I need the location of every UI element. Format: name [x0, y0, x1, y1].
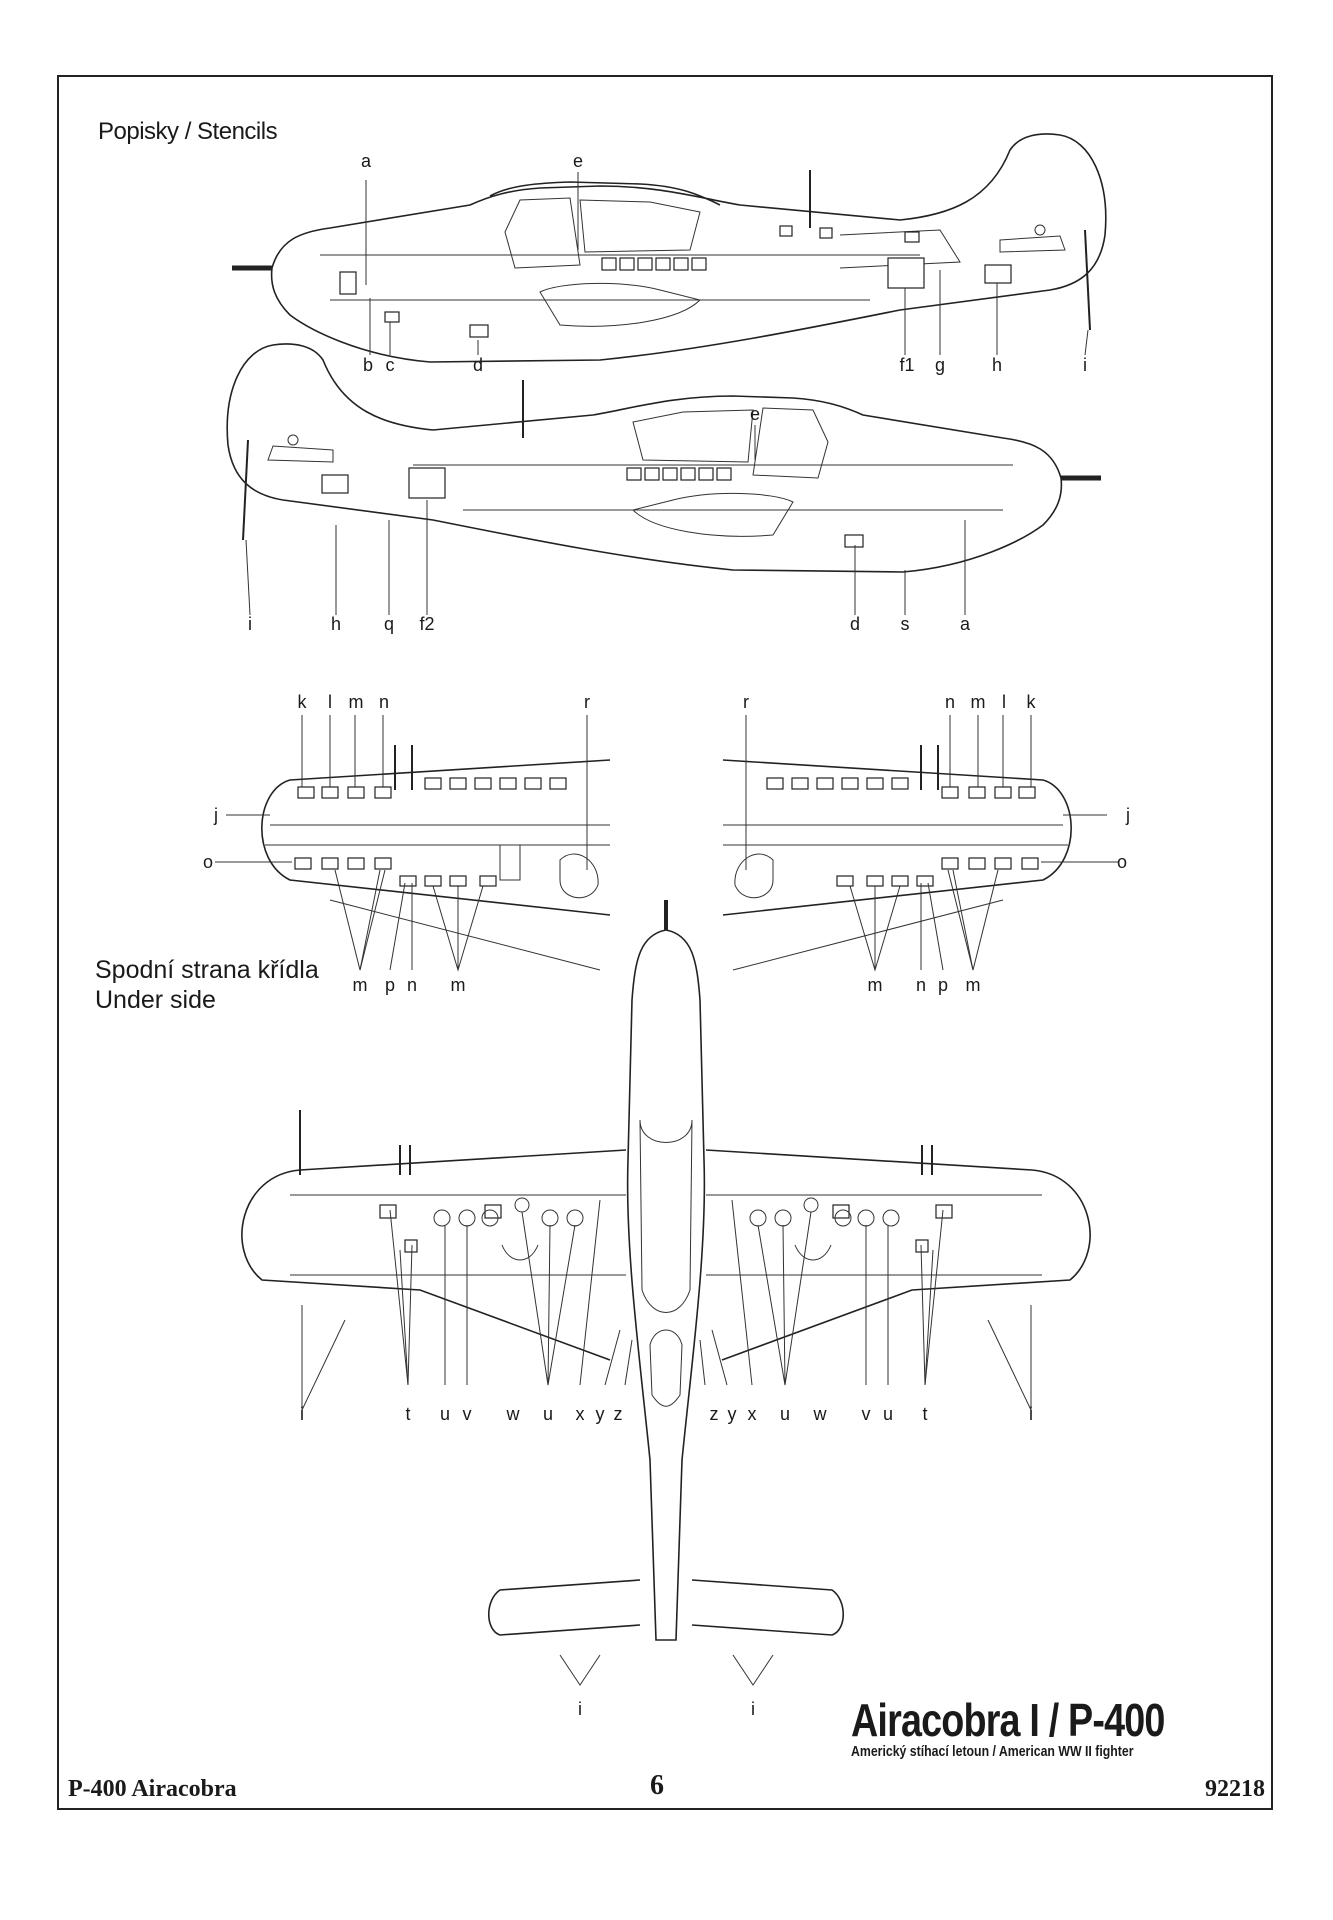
callout-label: y [727, 1404, 737, 1424]
callout-label: m [450, 975, 466, 995]
callout-label: x [575, 1404, 585, 1424]
callout-label: c [385, 355, 395, 375]
callout-label: j [1126, 805, 1130, 825]
wing-left-underside [215, 715, 611, 972]
callout-label: d [472, 355, 484, 375]
callout-label: m [352, 975, 368, 995]
callout-label: n [915, 975, 927, 995]
callout-label: h [991, 355, 1003, 375]
callout-label: z [709, 1404, 719, 1424]
underside-heading-cz: Spodní strana křídla [95, 956, 319, 984]
callout-label: d [849, 614, 861, 634]
callout-label: a [959, 614, 971, 634]
side-view-right [226, 343, 1101, 573]
callout-label: i [751, 1699, 755, 1719]
callout-label: i [578, 1699, 582, 1719]
callout-label: p [384, 975, 396, 995]
callout-label: i [1083, 355, 1087, 375]
callout-label: m [348, 692, 364, 712]
plan-view [241, 900, 1091, 1686]
kit-number: 92218 [1205, 1776, 1265, 1802]
page-frame [57, 75, 1273, 1810]
stencils-heading: Popisky / Stencils [98, 118, 278, 145]
callout-label: w [506, 1404, 520, 1424]
callout-label: o [202, 852, 214, 872]
callout-label: m [867, 975, 883, 995]
callout-label: u [439, 1404, 451, 1424]
callout-label: m [970, 692, 986, 712]
callout-label: h [330, 614, 342, 634]
callout-label: n [378, 692, 390, 712]
callout-label: m [965, 975, 981, 995]
callout-label: i [300, 1404, 304, 1424]
callout-label: o [1116, 852, 1128, 872]
callout-label: r [584, 692, 590, 712]
callout-label: v [462, 1404, 472, 1424]
aircraft-subtitle: Americký stíhací letoun / American WW II… [851, 1743, 1134, 1760]
callout-label: f1 [899, 355, 915, 375]
callout-label: l [1002, 692, 1006, 712]
callout-label: u [779, 1404, 791, 1424]
callout-label: p [937, 975, 949, 995]
underside-heading-en: Under side [95, 986, 216, 1014]
callout-label: t [922, 1404, 928, 1424]
callout-label: n [406, 975, 418, 995]
callout-label: q [383, 614, 395, 634]
side-view-left [232, 133, 1107, 363]
callout-label: r [743, 692, 749, 712]
callout-label: e [572, 151, 584, 171]
callout-label: e [749, 404, 761, 424]
callout-label: i [248, 614, 252, 634]
callout-label: k [297, 692, 307, 712]
callout-label: j [214, 805, 218, 825]
callout-label: x [747, 1404, 757, 1424]
callout-label: t [405, 1404, 411, 1424]
callout-label: u [882, 1404, 894, 1424]
callout-label: k [1026, 692, 1036, 712]
callout-label: f2 [419, 614, 435, 634]
callout-label: v [861, 1404, 871, 1424]
callout-label: b [362, 355, 374, 375]
callout-label: n [944, 692, 956, 712]
callout-label: s [900, 614, 910, 634]
aircraft-title: Airacobra I / P-400 [851, 1694, 1165, 1746]
callout-label: a [360, 151, 372, 171]
callout-label: l [328, 692, 332, 712]
callout-label: u [542, 1404, 554, 1424]
wing-right-underside [722, 715, 1118, 972]
callout-label: w [813, 1404, 827, 1424]
callout-label: g [934, 355, 946, 375]
callout-label: i [1029, 1404, 1033, 1424]
callout-label: z [613, 1404, 623, 1424]
side-view-right-leaders [245, 425, 966, 616]
footer-model-name: P-400 Airacobra [68, 1776, 237, 1802]
page-number: 6 [650, 1770, 664, 1801]
callout-label: y [595, 1404, 605, 1424]
